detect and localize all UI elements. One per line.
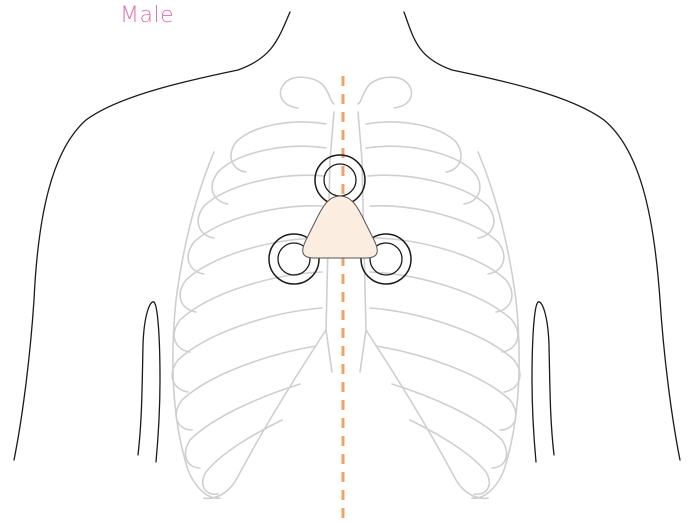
rib-left-5 (180, 238, 322, 312)
clavicle-right (358, 77, 412, 108)
arm-right-line (532, 302, 554, 462)
rib-left-9 (185, 384, 300, 468)
rib-right-8 (376, 346, 516, 430)
rib-left-8 (176, 346, 316, 430)
rib-left-outer (173, 152, 220, 498)
rib-right-5 (370, 238, 512, 312)
rib-right-9 (392, 384, 507, 468)
sensor-device (269, 155, 411, 284)
gender-label: Male (120, 3, 174, 28)
ribcage (172, 77, 520, 498)
rib-left-10 (203, 420, 282, 494)
rib-left-7 (172, 308, 322, 392)
clavicle-left (280, 77, 334, 108)
rib-right-10 (410, 420, 489, 494)
costal-arch-left (204, 330, 326, 498)
neck-right-line (404, 12, 680, 460)
costal-arch-right (366, 330, 488, 498)
rib-right-7 (370, 308, 520, 392)
neck-left-line (14, 12, 290, 460)
arm-left-line (138, 302, 160, 462)
rib-right-outer (472, 152, 519, 498)
